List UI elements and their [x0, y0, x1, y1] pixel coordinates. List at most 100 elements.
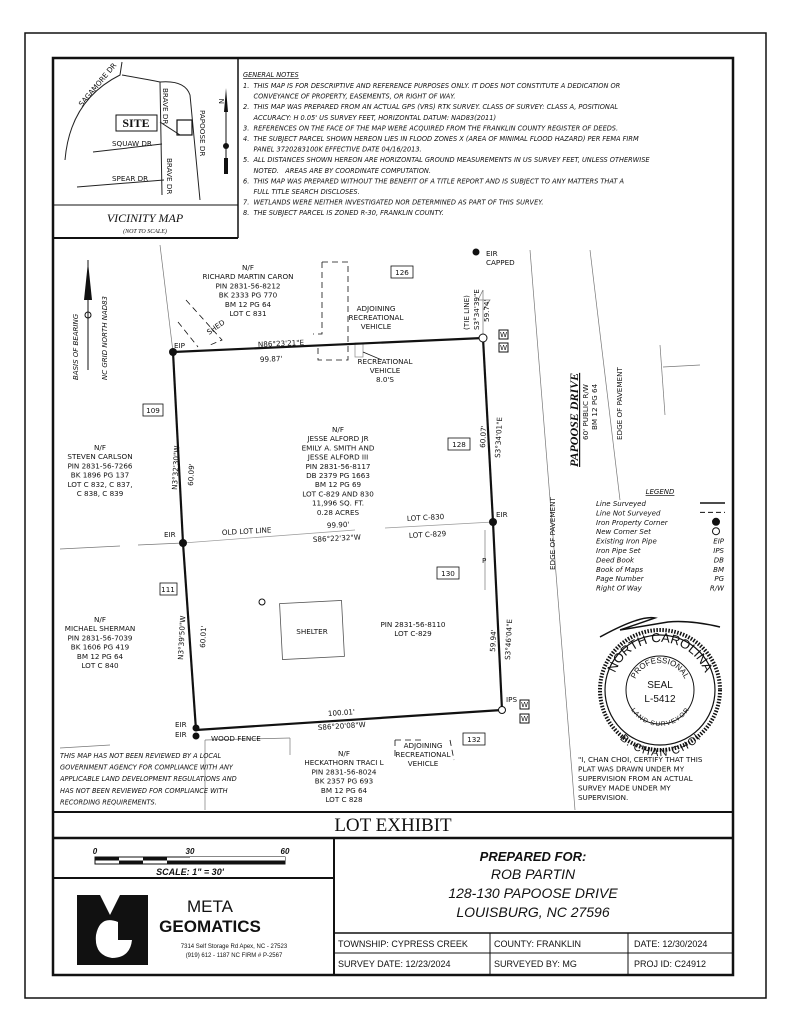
vicinity-map: SITE SAGAMORE DR BRAVE DR PAPOOSE DR SQU…	[53, 58, 239, 239]
client-name: ROB PARTIN	[491, 866, 576, 882]
tree-icon	[258, 598, 266, 606]
adjoining-rv-label: ADJOINING	[357, 304, 396, 313]
legend-item-label: New Corner Set	[596, 528, 651, 536]
house-number: 126	[395, 268, 409, 277]
legend-item-label: Book of Maps	[596, 566, 643, 574]
east-lower-distance: 59.94'	[488, 629, 498, 652]
north-bearing: N86°23'21"E	[258, 338, 305, 349]
legend-item-symbol: EIP	[713, 538, 724, 546]
legend-item-symbol: IPS	[713, 547, 724, 555]
shed-outline	[177, 299, 223, 348]
legend-item-symbol: BM	[713, 566, 724, 574]
road-label: PAPOOSE DR	[198, 110, 207, 156]
east-upper-distance: 60.07'	[478, 425, 488, 448]
parcel-subject-line: JESSE ALFORD JR	[306, 434, 368, 443]
surveyed-by: SURVEYED BY: MG	[494, 959, 577, 969]
parcel-subject-line: PIN 2831-56-8117	[305, 462, 370, 471]
general-note-line: ACCURACY: H 0.05' US SURVEY FEET, HORIZO…	[243, 114, 496, 122]
parcel-carlson-line: PIN 2831-56-7266	[67, 461, 132, 470]
filled-circle-icon	[712, 517, 720, 526]
west-lower-bearing: N3°39'50"W	[176, 615, 187, 660]
eir-label: EIR	[175, 730, 187, 739]
svg-text:PROFESSIONAL: PROFESSIONAL	[629, 656, 691, 681]
eir-capped-label: EIR	[486, 249, 498, 258]
house-number: 111	[161, 585, 175, 594]
general-note-line: 7. WETLANDS WERE NEITHER INVESTIGATED NO…	[243, 199, 544, 207]
tie-bearing: S3°34'39"E	[472, 289, 481, 330]
eir-capped-label: CAPPED	[486, 258, 515, 267]
parcel-subject-line: DB 2379 PG 1663	[306, 471, 370, 480]
north-arrow-icon	[223, 88, 229, 174]
parcel-heckathorn-line: BK 2357 PG 693	[315, 777, 373, 786]
site-label: SITE	[122, 116, 149, 130]
general-note-line: FULL TITLE SEARCH DISCLOSES.	[243, 188, 360, 196]
adjoining-rv-outline	[313, 261, 349, 361]
parcel-sherman-line: BK 1606 PG 419	[71, 643, 130, 652]
company-name: GEOMATICS	[159, 917, 261, 936]
old-lot-bearing: S86°22'32"W	[313, 532, 361, 543]
parcel-subject-line: N/F	[332, 425, 344, 434]
scale-tick: 60	[281, 847, 290, 856]
east-upper-bearing: S3°34'01"E	[493, 416, 504, 458]
parcel-carlson-line: LOT C 832, C 837,	[68, 480, 133, 489]
parcel-caron-line: RICHARD MARTIN CARON	[203, 272, 294, 281]
ips-label: IPS	[506, 695, 517, 704]
parcel-sherman-line: LOT C 840	[81, 661, 119, 670]
review-note-line: HAS NOT BEEN REVIEWED FOR COMPLIANCE WIT…	[60, 787, 228, 795]
general-note-line: NOTED. AREAS ARE BY COORDINATE COMPUTATI…	[243, 167, 431, 175]
review-note: THIS MAP HAS NOT BEEN REVIEWED BY A LOCA…	[59, 752, 237, 806]
parcel-sherman-line: N/F	[94, 615, 106, 624]
scale-tick: 30	[186, 847, 195, 856]
parcel-carlson-line: N/F	[94, 443, 106, 452]
iron-corner-icon	[472, 248, 480, 256]
north-label: N	[217, 99, 226, 104]
certification-line: SURVEY MADE UNDER MY	[578, 784, 671, 793]
road-label: BRAVE DR	[161, 88, 170, 124]
house-number: 132	[467, 735, 481, 744]
parcel-heckathorn-line: BM 12 PG 64	[321, 786, 368, 795]
new-corner-icon	[478, 333, 488, 343]
legend-item-label: Deed Book	[596, 556, 635, 564]
parcel-caron-line: BM 12 PG 64	[225, 300, 272, 309]
prepared-for-heading: PREPARED FOR:	[480, 849, 587, 864]
general-note-line: 5. ALL DISTANCES SHOWN HEREON ARE HORIZO…	[243, 156, 650, 164]
township: TOWNSHIP: CYPRESS CREEK	[338, 939, 468, 949]
review-note-line: RECORDING REQUIREMENTS.	[60, 798, 157, 806]
adjoining-rv-label: VEHICLE	[361, 322, 392, 331]
general-note-line: 1. THIS MAP IS FOR DESCRIPTIVE AND REFER…	[243, 82, 620, 90]
scale-label: SCALE: 1" = 30'	[156, 867, 225, 877]
corner-markers	[169, 248, 506, 740]
county: COUNTY: FRANKLIN	[494, 939, 581, 949]
vicinity-map-title: VICINITY MAP	[107, 211, 184, 225]
parcel-heckathorn-line: LOT C 828	[325, 795, 363, 804]
water-meter-icons: W W W W	[498, 329, 530, 724]
review-note-line: GOVERNMENT AGENCY FOR COMPLIANCE WITH AN…	[60, 764, 234, 772]
parcel-lot829-line: LOT C-829	[394, 629, 432, 638]
edge-of-pavement-label: EDGE OF PAVEMENT	[548, 497, 557, 570]
east-lower-bearing: S3°46'04"E	[503, 618, 514, 660]
client-address: 128-130 PAPOOSE DRIVE	[448, 885, 618, 901]
iron-corner-icon	[179, 539, 187, 547]
certification-line: "I, CHAN CHOI, CERTIFY THAT THIS	[578, 755, 703, 764]
site-marker	[176, 119, 193, 136]
general-note-line: CONVEYANCE OF PROPERTY, EASEMENTS, OR RI…	[243, 93, 456, 101]
legend-item-label: Page Number	[596, 575, 645, 583]
adjoining-rv-label: RECREATIONAL	[349, 313, 404, 322]
parcel-subject-line: 11,996 SQ. FT.	[312, 499, 364, 508]
north-distance: 99.87'	[260, 354, 283, 364]
seal-inner-text: PROFESSIONAL	[629, 656, 691, 681]
eir-label: EIR	[175, 720, 187, 729]
parcel-lot829-line: PIN 2831-56-8110	[380, 620, 445, 629]
iron-corner-icon	[489, 518, 497, 526]
rv-label: 8.0'S	[376, 375, 394, 384]
house-number: 128	[452, 440, 466, 449]
shelter-outline	[279, 599, 345, 661]
south-bearing: S86°20'08"W	[318, 720, 366, 732]
company-logo: META GEOMATICS 7314 Self Storage Rd Apex…	[77, 895, 288, 965]
general-notes: GENERAL NOTES 1. THIS MAP IS FOR DESCRIP…	[243, 71, 650, 217]
legend-item-symbol: DB	[714, 556, 724, 564]
company-name: META	[187, 897, 234, 916]
outer-border	[24, 32, 767, 999]
